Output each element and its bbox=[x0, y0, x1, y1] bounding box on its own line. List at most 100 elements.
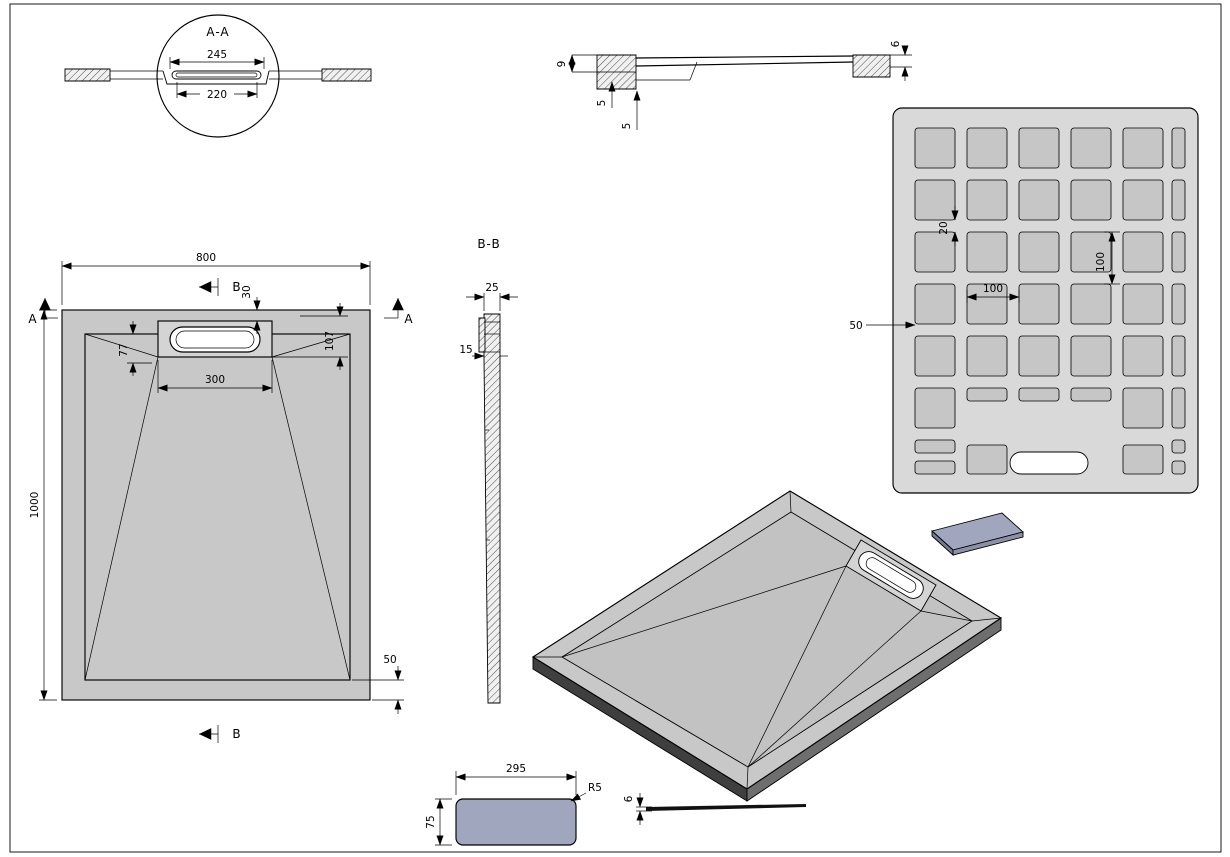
grid-cell bbox=[966, 127, 1008, 169]
dim-295: 295 bbox=[455, 763, 577, 795]
grid-cell bbox=[1171, 460, 1186, 475]
dim-220: 220 bbox=[176, 82, 258, 101]
slope-line bbox=[84, 333, 159, 358]
dim-75: 75 bbox=[425, 798, 452, 846]
dim-6-cover-text: 6 bbox=[623, 795, 635, 802]
dim-30-text: 30 bbox=[241, 285, 253, 298]
grid-cell bbox=[1171, 335, 1186, 377]
dim-5a: 5 bbox=[596, 81, 616, 108]
iso-cover-edge-right bbox=[952, 531, 1024, 556]
grid-cell bbox=[1070, 127, 1112, 169]
slope-line bbox=[271, 333, 351, 358]
grid-cell bbox=[1171, 127, 1186, 169]
dim-1000-text: 1000 bbox=[29, 492, 41, 519]
dim-245-text: 245 bbox=[207, 49, 227, 61]
view-cover-detail: 295 75 R5 bbox=[425, 763, 602, 846]
dim-30: 30 bbox=[241, 285, 261, 334]
drain-cover-outer bbox=[169, 326, 261, 353]
cover-plate bbox=[455, 798, 577, 846]
slope-line bbox=[84, 356, 159, 681]
iso-slope-line bbox=[920, 610, 973, 622]
detail-circle bbox=[156, 14, 280, 138]
section-marker-b-top: B bbox=[199, 278, 241, 296]
dim-295-text: 295 bbox=[506, 763, 526, 775]
iso-slope-line bbox=[747, 565, 847, 768]
grip-slot bbox=[1009, 451, 1089, 475]
grid-cell bbox=[1018, 127, 1060, 169]
grid-cell bbox=[966, 179, 1008, 221]
grid-cell bbox=[914, 283, 956, 325]
drain-cover-cut-inner bbox=[175, 72, 258, 78]
section-right-block bbox=[852, 54, 891, 78]
grid-cell bbox=[1171, 439, 1186, 454]
grid-cell bbox=[914, 460, 956, 475]
dim-50-grid: 50 bbox=[849, 320, 916, 332]
grid-cell bbox=[1070, 387, 1112, 402]
dim-100-vertical: 100 bbox=[1095, 231, 1120, 285]
dim-5b: 5 bbox=[621, 90, 641, 130]
dim-77-text: 77 bbox=[118, 343, 130, 356]
grid-cell bbox=[1070, 179, 1112, 221]
grid-cell bbox=[1122, 387, 1164, 429]
dim-5b-text: 5 bbox=[621, 123, 633, 130]
drain-cover-inner bbox=[175, 330, 255, 349]
dim-25-text: 25 bbox=[485, 282, 498, 294]
grid-cell bbox=[1070, 283, 1112, 325]
grid-cell bbox=[1122, 444, 1164, 475]
cut-wall-left bbox=[64, 68, 111, 82]
view-cover-side: 6 bbox=[623, 793, 806, 825]
dim-5a-text: 5 bbox=[596, 100, 608, 107]
grid-cell bbox=[914, 127, 956, 169]
sheet-border bbox=[9, 3, 1222, 853]
dim-20: 20 bbox=[938, 206, 959, 246]
grid-cell bbox=[1018, 335, 1060, 377]
grid-cell bbox=[1122, 335, 1164, 377]
grid-cell bbox=[914, 179, 956, 221]
section-marker-b-bottom: B bbox=[199, 725, 241, 743]
tray-outer bbox=[61, 309, 371, 701]
grid-cell bbox=[1018, 231, 1060, 273]
grid-cell bbox=[1122, 127, 1164, 169]
view-detail-a-a: 245 220 A-A bbox=[64, 14, 372, 138]
grid-cell bbox=[966, 444, 1008, 475]
dim-77: 77 bbox=[118, 321, 152, 376]
cut-wall-right bbox=[321, 68, 372, 82]
view-isometric bbox=[531, 490, 1024, 802]
dim-r5: R5 bbox=[570, 782, 602, 802]
grid-cell bbox=[1122, 283, 1164, 325]
section-marker-a-left: A bbox=[28, 298, 58, 326]
view-section-top: 9 5 5 6 bbox=[556, 40, 912, 130]
dim-75-text: 75 bbox=[425, 815, 437, 828]
dim-50-plan-text: 50 bbox=[383, 654, 396, 666]
iso-slope-line bbox=[561, 565, 847, 658]
drain-channel-cut bbox=[162, 70, 270, 85]
dim-9: 9 bbox=[556, 54, 599, 73]
dim-6-text: 6 bbox=[890, 40, 902, 47]
dim-r5-text: R5 bbox=[588, 782, 602, 794]
dim-6: 6 bbox=[890, 40, 912, 81]
grid-cell bbox=[1122, 231, 1164, 273]
iso-slope-line bbox=[747, 610, 922, 768]
dim-100v-text: 100 bbox=[1095, 252, 1107, 272]
section-a-right-label: A bbox=[404, 312, 413, 326]
dim-220-text: 220 bbox=[207, 89, 227, 101]
dim-50-grid-text: 50 bbox=[849, 320, 862, 332]
dim-15-text: 15 bbox=[459, 344, 472, 356]
dim-25: 25 bbox=[466, 282, 518, 311]
dim-9-text: 9 bbox=[556, 61, 568, 68]
view-section-b-b: B-B 25 15 bbox=[459, 237, 518, 704]
dim-300-text: 300 bbox=[205, 374, 225, 386]
dim-300: 300 bbox=[157, 360, 273, 393]
grid-cells bbox=[914, 127, 1186, 475]
section-bb-label: B-B bbox=[477, 237, 500, 251]
grid-cell bbox=[1070, 335, 1112, 377]
drain-cover-cut-outer bbox=[171, 70, 262, 80]
grid-cell bbox=[914, 387, 956, 429]
dim-107: 107 bbox=[272, 303, 348, 370]
view-bottom-grid: 20 100 100 50 bbox=[849, 107, 1199, 494]
dim-800: 800 bbox=[61, 252, 371, 305]
grid-cell bbox=[1171, 231, 1186, 273]
dim-50-plan: 50 bbox=[352, 654, 404, 714]
